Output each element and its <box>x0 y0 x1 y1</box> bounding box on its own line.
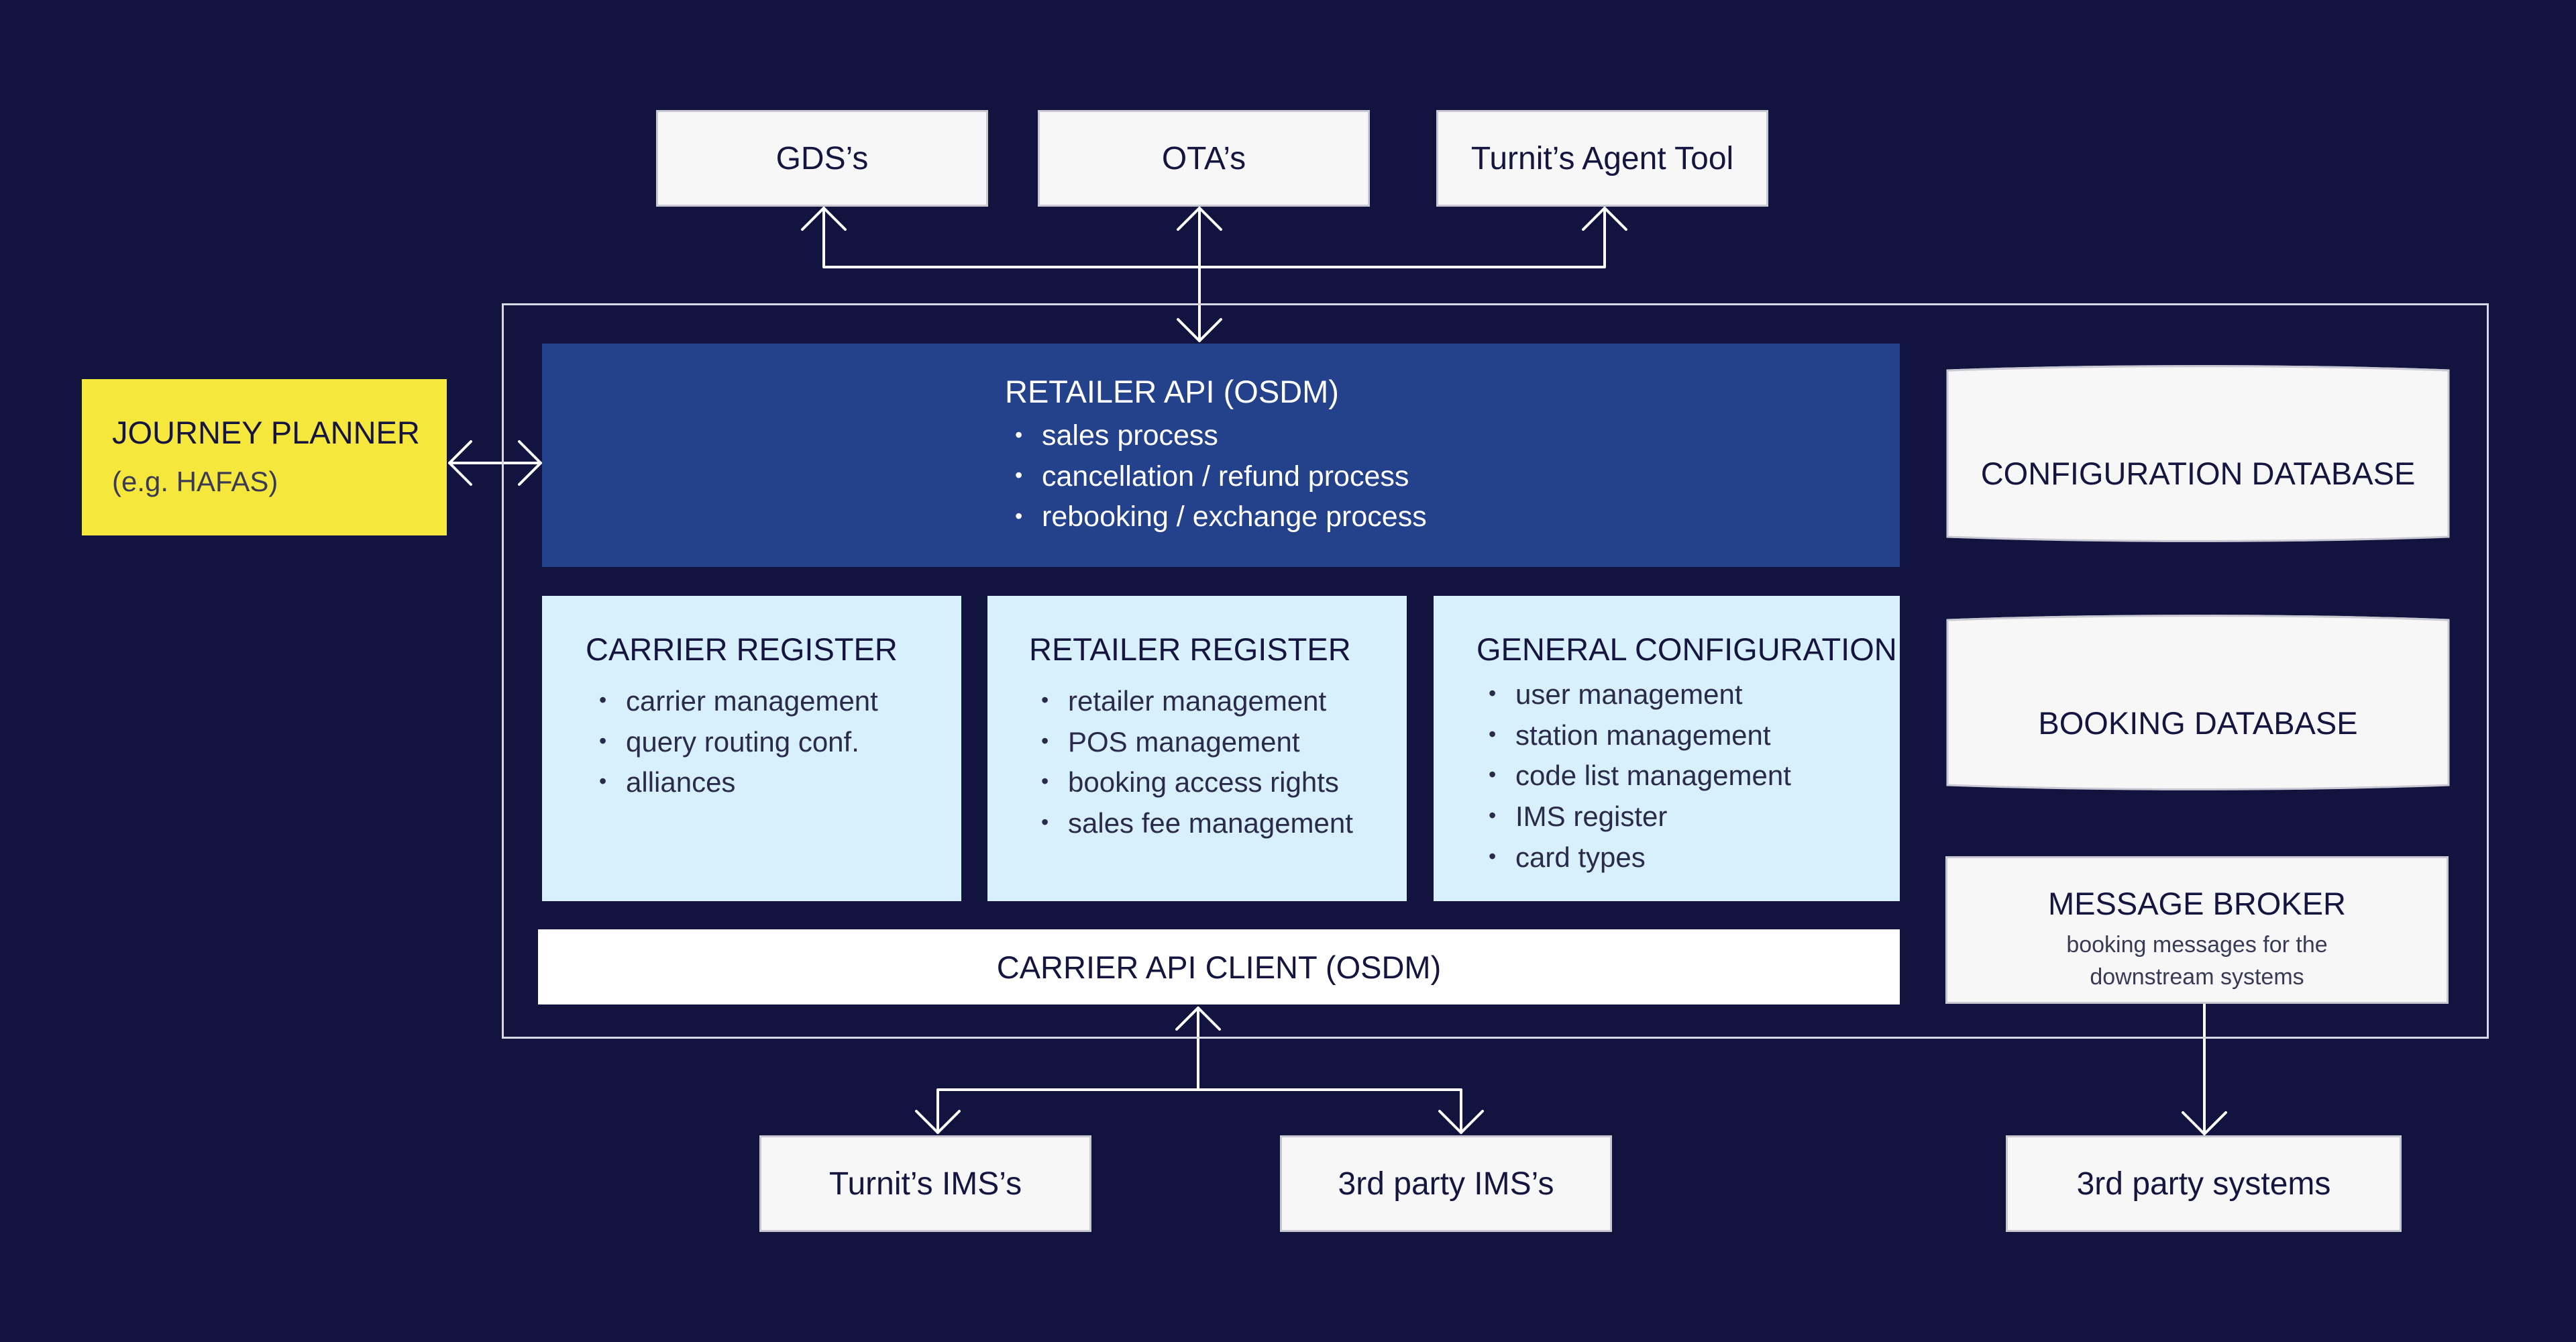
retailer-api-box: RETAILER API (OSDM) sales process cancel… <box>542 344 1900 567</box>
message-broker-description-line2: downstream systems <box>2090 964 2304 990</box>
connector-ims <box>936 1088 1462 1134</box>
arrowhead-carrier-api <box>1175 1007 1221 1031</box>
configuration-database-label: CONFIGURATION DATABASE <box>1980 456 2416 491</box>
list-item: sales fee management <box>1041 804 1353 845</box>
carrier-api-client-label: CARRIER API CLIENT (OSDM) <box>996 949 1442 985</box>
list-item: cancellation / refund process <box>1015 457 1427 498</box>
list-item: rebooking / exchange process <box>1015 497 1427 538</box>
list-item: query routing conf. <box>599 723 878 764</box>
arrowhead-gds <box>801 207 847 231</box>
retailer-register-box: RETAILER REGISTER retailer management PO… <box>987 596 1407 901</box>
list-item: carrier management <box>599 682 878 723</box>
list-item: retailer management <box>1041 682 1353 723</box>
arrowhead-third-party-ims <box>1438 1110 1484 1134</box>
arrowhead-third-party-systems <box>2182 1111 2227 1135</box>
carrier-api-client-box: CARRIER API CLIENT (OSDM) <box>538 929 1900 1004</box>
third-party-systems-box: 3rd party systems <box>2006 1135 2402 1232</box>
message-broker-title: MESSAGE BROKER <box>2048 886 2346 921</box>
general-configuration-box: GENERAL CONFIGURATION user management st… <box>1434 596 1900 901</box>
turnit-ims-box: Turnit’s IMS’s <box>759 1135 1091 1232</box>
agent-tool-label: Turnit’s Agent Tool <box>1470 140 1734 176</box>
arrowhead-journey-right <box>518 440 542 486</box>
booking-database-cylinder-top <box>1947 615 2449 621</box>
list-item: booking access rights <box>1041 763 1353 804</box>
carrier-register-title: CARRIER REGISTER <box>586 631 898 667</box>
list-item: user management <box>1489 675 1791 716</box>
gds-box: GDS’s <box>656 110 988 207</box>
agent-tool-box: Turnit’s Agent Tool <box>1436 110 1768 207</box>
journey-planner-title: JOURNEY PLANNER <box>112 415 420 450</box>
arrowhead-agent-tool <box>1582 207 1627 231</box>
list-item: code list management <box>1489 756 1791 797</box>
carrier-register-box: CARRIER REGISTER carrier management quer… <box>542 596 961 901</box>
list-item: card types <box>1489 838 1791 879</box>
system-boundary <box>502 303 2489 1039</box>
journey-planner-box: JOURNEY PLANNER (e.g. HAFAS) <box>82 379 447 535</box>
booking-database-label: BOOKING DATABASE <box>2038 705 2358 741</box>
message-broker-box: MESSAGE BROKER booking messages for the … <box>1945 856 2449 1004</box>
list-item: sales process <box>1015 416 1427 457</box>
list-item: alliances <box>599 763 878 804</box>
third-party-ims-label: 3rd party IMS’s <box>1338 1166 1554 1202</box>
list-item: POS management <box>1041 723 1353 764</box>
ota-label: OTA’s <box>1161 140 1246 176</box>
retailer-api-list: sales process cancellation / refund proc… <box>1015 416 1427 538</box>
gds-label: GDS’s <box>775 140 869 176</box>
ota-box: OTA’s <box>1038 110 1370 207</box>
general-configuration-title: GENERAL CONFIGURATION <box>1477 631 1897 667</box>
arrowhead-ota <box>1177 207 1222 231</box>
retailer-register-title: RETAILER REGISTER <box>1029 631 1351 667</box>
arrowhead-journey-left <box>448 440 472 486</box>
list-item: IMS register <box>1489 797 1791 838</box>
retailer-api-title: RETAILER API (OSDM) <box>1005 374 1339 409</box>
connector-gds <box>822 207 1606 268</box>
general-configuration-list: user management station management code … <box>1489 675 1791 878</box>
retailer-register-list: retailer management POS management booki… <box>1041 682 1353 845</box>
arrowhead-retailer-api <box>1177 318 1222 342</box>
journey-planner-subtitle: (e.g. HAFAS) <box>112 466 278 497</box>
third-party-systems-label: 3rd party systems <box>2076 1166 2331 1202</box>
message-broker-description-line1: booking messages for the <box>2066 932 2328 958</box>
third-party-ims-box: 3rd party IMS’s <box>1280 1135 1612 1232</box>
carrier-register-list: carrier management query routing conf. a… <box>599 682 878 804</box>
arrowhead-turnit-ims <box>915 1110 961 1134</box>
list-item: station management <box>1489 716 1791 757</box>
configuration-database-cylinder-top <box>1947 365 2449 372</box>
turnit-ims-label: Turnit’s IMS’s <box>828 1166 1022 1202</box>
